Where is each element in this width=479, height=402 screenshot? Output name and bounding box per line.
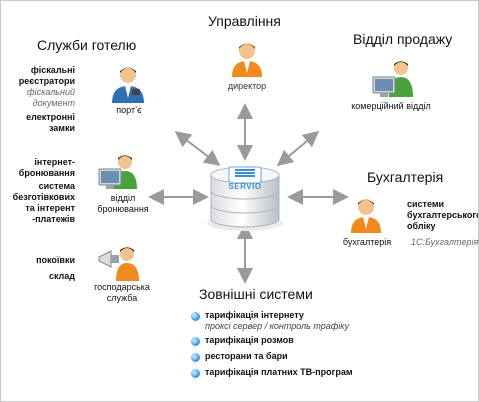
accounting-title: Бухгалтерія — [367, 169, 444, 185]
hotel-group1-items: фіскальні реєстратори — [18, 65, 75, 86]
hotel-services-title: Служби готелю — [37, 37, 137, 53]
computer-monitor-icon — [98, 155, 137, 189]
accounting-systems: системи бухгалтерського обліку — [407, 199, 479, 231]
sales-title: Відділ продажу — [353, 31, 453, 47]
person-orange-icon — [351, 199, 381, 233]
bullet-icon — [191, 312, 200, 321]
hotel-group3-items: покоївки — [36, 255, 75, 265]
person-green-icon — [112, 67, 144, 103]
loudspeaker-icon — [98, 247, 139, 281]
hotel-group1-note: фіскальний документ — [27, 87, 75, 108]
sales-role-label: комерційний відділ — [351, 101, 431, 111]
person-orange-icon — [232, 43, 262, 77]
hotel-group1-role: портʼє — [116, 105, 142, 115]
external-item-1-sub: проксі сервер / контроль трафіку — [205, 321, 350, 331]
database-hub-icon — [207, 166, 283, 231]
person-green-icon — [372, 61, 413, 97]
hotel-group2-items: інтернет- бронювання — [18, 157, 75, 178]
accounting-note: 1С:Бухгалтерія — [411, 237, 479, 247]
hotel-group1-items2: електронні замки — [26, 112, 75, 133]
external-item-2: тарифікація розмов — [205, 335, 294, 345]
hotel-group2-role: відділ бронювання — [97, 193, 149, 214]
arrow-hotel-services — [174, 131, 221, 166]
management-title: Управління — [208, 13, 281, 29]
external-item-4: тарифікація платних ТВ-програм — [205, 367, 353, 377]
accounting-role-label: бухгалтерія — [342, 237, 392, 247]
arrow-sales — [276, 130, 320, 167]
bullet-icon — [191, 337, 200, 346]
bullet-icon — [191, 369, 200, 378]
hotel-group2-items2: система безготівкових та інтерент -плате… — [12, 181, 75, 224]
external-item-1: тарифікація інтернету — [205, 310, 304, 320]
hotel-group3-items2: склад — [48, 271, 75, 281]
bullet-icon — [191, 353, 200, 362]
management-role-label: директор — [227, 81, 267, 91]
hotel-group3-role: господарська служба — [94, 282, 150, 303]
external-systems-title: Зовнішні системи — [199, 286, 313, 302]
hub-logo-text: SERVIO — [228, 182, 262, 191]
external-item-3: ресторани та бари — [205, 351, 288, 361]
